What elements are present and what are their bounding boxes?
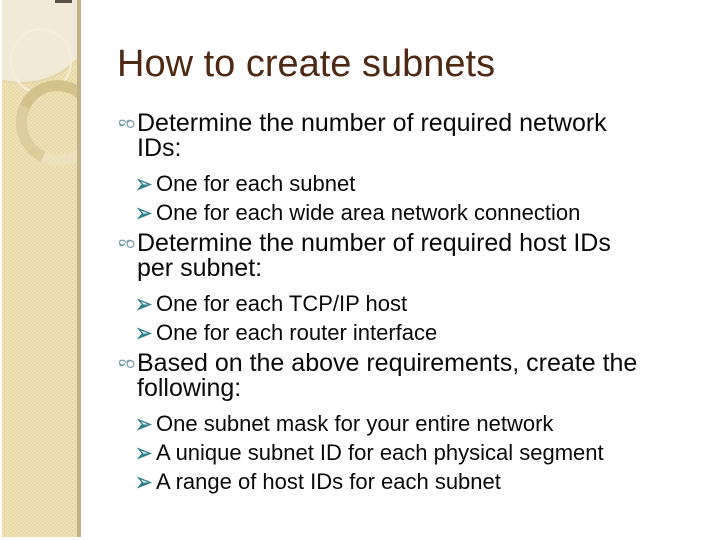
bullet-text-line: Based on the above requirements, create …	[137, 349, 638, 377]
bullet-text-line: IDs:	[137, 134, 182, 162]
slide-body: Determine the number of required network…	[117, 111, 702, 500]
arrowhead-right-bullet-icon	[137, 177, 156, 192]
bullet-text-line: Determine the number of required host ID…	[137, 229, 611, 257]
arrowhead-right-bullet-icon	[137, 297, 156, 312]
bullet-section: Based on the above requirements, create …	[117, 351, 702, 493]
bullet-item-text: Determine the number of required host ID…	[137, 231, 611, 281]
sub-bullet-item: A unique subnet ID for each physical seg…	[137, 442, 702, 464]
sub-bullet-text: One for each router interface	[156, 320, 438, 345]
bullet-section: Determine the number of required network…	[117, 111, 702, 224]
bullet-text-line: per subnet:	[137, 254, 263, 282]
arrowhead-right-bullet-icon	[137, 206, 156, 221]
sub-bullet-item: One subnet mask for your entire network	[137, 413, 702, 435]
sub-bullet-list: One for each TCP/IP host One for each ro…	[137, 293, 702, 344]
sub-bullet-item: One for each subnet	[137, 173, 702, 195]
ribbon-swirl-bullet-icon	[117, 238, 137, 250]
sub-bullet-text: A range of host IDs for each subnet	[156, 469, 501, 494]
sub-bullet-text: One for each subnet	[156, 171, 356, 196]
sub-bullet-item: A range of host IDs for each subnet	[137, 471, 702, 493]
bullet-item-text: Based on the above requirements, create …	[137, 351, 637, 401]
ring-decoration	[3, 68, 77, 178]
ribbon-swirl-bullet-icon	[117, 358, 137, 370]
ribbon-swirl-bullet-icon	[117, 118, 137, 130]
bullet-section: Determine the number of required host ID…	[117, 231, 702, 344]
arrowhead-right-bullet-icon	[137, 417, 156, 432]
sub-bullet-item: One for each wide area network connectio…	[137, 202, 702, 224]
decorative-side-band	[2, 0, 81, 537]
arrowhead-right-bullet-icon	[137, 326, 156, 341]
sub-bullet-item: One for each TCP/IP host	[137, 293, 702, 315]
sub-bullet-text: One for each TCP/IP host	[156, 291, 408, 316]
sub-bullet-text: One for each wide area network connectio…	[156, 200, 581, 225]
bullet-text-line: Determine the number of required network	[137, 109, 607, 137]
bullet-item: Determine the number of required host ID…	[117, 231, 702, 281]
thin-circle-decoration	[10, 28, 72, 94]
sub-bullet-text: A unique subnet ID for each physical seg…	[156, 440, 604, 465]
top-notch-decoration	[55, 0, 72, 3]
slide-title: How to create subnets	[117, 43, 496, 85]
bullet-text-line: following:	[137, 374, 242, 402]
sub-bullet-list: One for each subnet One for each wide ar…	[137, 173, 702, 224]
bullet-item-text: Determine the number of required network…	[137, 111, 607, 161]
sub-bullet-list: One subnet mask for your entire network …	[137, 413, 702, 493]
sub-bullet-text: One subnet mask for your entire network	[156, 411, 554, 436]
arrowhead-right-bullet-icon	[137, 475, 156, 490]
bullet-item: Determine the number of required network…	[117, 111, 702, 161]
bullet-item: Based on the above requirements, create …	[117, 351, 702, 401]
arrowhead-right-bullet-icon	[137, 446, 156, 461]
sub-bullet-item: One for each router interface	[137, 322, 702, 344]
